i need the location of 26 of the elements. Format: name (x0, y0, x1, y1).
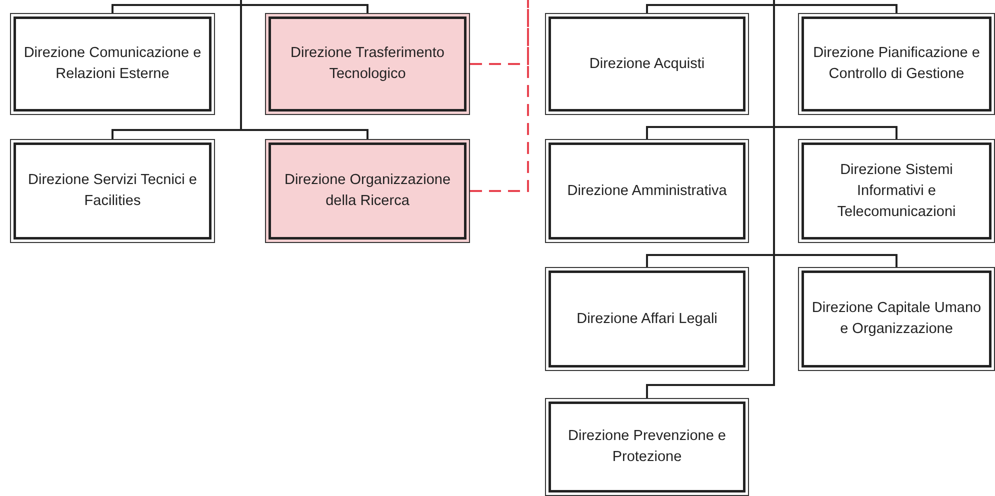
org-unit-box (265, 13, 470, 115)
unit-name: Direzione Sistemi Informativi e Telecomunicazioni (836, 160, 957, 222)
unit-name: Direzione Amministrativa (567, 182, 727, 200)
unit-name: Direzione Servizi Tecnici e Facilities (27, 171, 198, 211)
org-unit-box (545, 398, 749, 496)
org-unit-box (10, 13, 215, 115)
org-unit-box (545, 13, 749, 115)
dashed-connector (470, 0, 529, 192)
connector-line (240, 0, 368, 139)
unit-name: Direzione Pianificazione e Controllo di Gestione (812, 44, 981, 84)
org-unit-box (798, 13, 995, 115)
org-unit-box (798, 267, 995, 371)
org-unit-box (545, 267, 749, 371)
unit-name: Direzione Affari Legali (576, 310, 718, 328)
unit-name: Direzione Capitale Umano e Organizzazione (810, 299, 982, 339)
connector-line (646, 0, 775, 398)
unit-name: Direzione Prevenzione e Protezione (567, 427, 727, 467)
unit-name: Direzione Organizzazione della Ricerca (283, 171, 452, 211)
unit-name: Direzione Comunicazione e Relazioni Esterne (22, 44, 202, 84)
org-unit-box (798, 139, 995, 243)
dashed-connector (470, 0, 529, 65)
org-unit-box (265, 139, 470, 243)
unit-name: Direzione Trasferimento Tecnologico (290, 44, 446, 84)
org-unit-box (10, 139, 215, 243)
org-unit-box (545, 139, 749, 243)
unit-name: Direzione Acquisti (589, 54, 705, 74)
